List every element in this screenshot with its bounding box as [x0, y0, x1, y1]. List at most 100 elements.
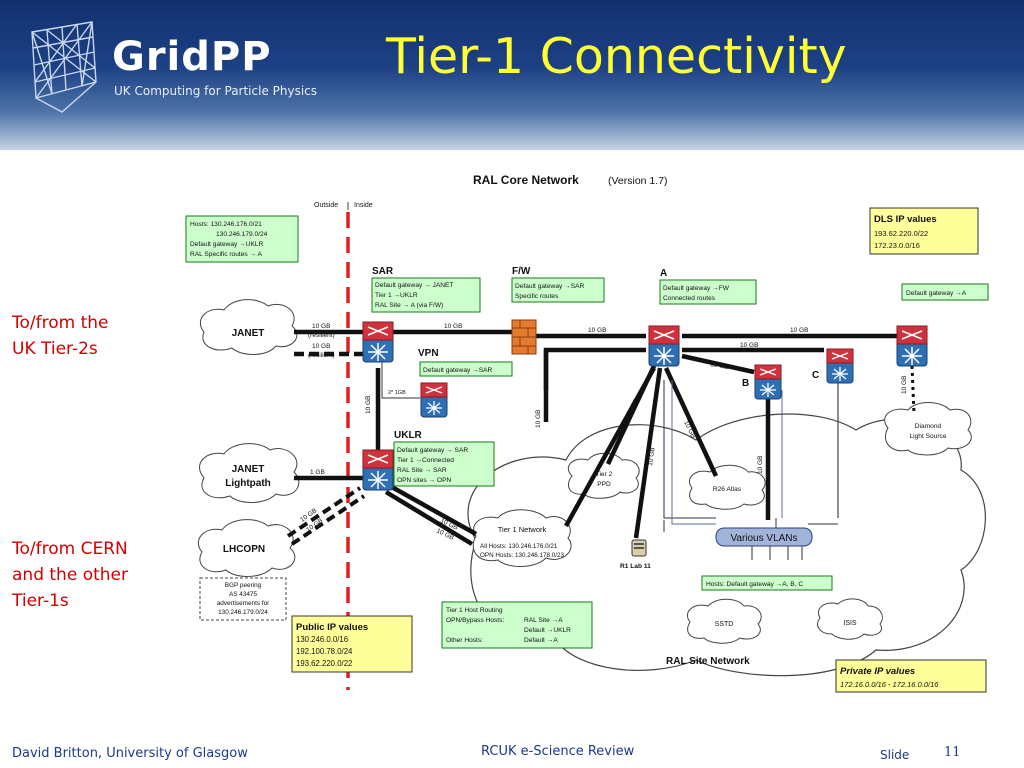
bgp-line: BGP peering [225, 582, 262, 589]
link-label: 10 GB [312, 343, 330, 350]
hosts-note-line: RAL Specific routes → A [190, 251, 263, 258]
janet-cloud-label: JANET [232, 328, 265, 339]
network-links [294, 329, 898, 546]
ral-site-network-label: RAL Site Network [666, 656, 750, 667]
vpn-label: VPN [418, 348, 439, 359]
various-vlans-box [715, 527, 813, 547]
tier1-routing-line: Other Hosts: [446, 637, 483, 644]
lhcopn-cloud-label: LHCOPN [223, 544, 265, 555]
hosts-note-line: Default gateway →UKLR [190, 241, 264, 248]
uklr-note-line: RAL Site → SAR [397, 467, 447, 474]
dls-ip-line: 172.23.0.0/16 [874, 241, 920, 250]
link-label: 10 GB [647, 447, 656, 466]
link-label: (resilient) [308, 332, 335, 339]
gridpp-mesh-logo-icon [31, 21, 97, 113]
gridpp-logo-subtitle: UK Computing for Particle Physics [114, 84, 318, 98]
link-label: 10 GB [740, 342, 758, 349]
link-label: 10 GB [312, 323, 330, 330]
uk-tier2-label: To/from the UK Tier-2s [12, 310, 109, 362]
link-uklr-tier1-2 [384, 490, 474, 546]
janet-lightpath-label-line: JANET [232, 464, 265, 475]
r1-lab11-label: R1 Lab 11 [620, 563, 651, 570]
lhcopn-cloud [197, 519, 296, 577]
firewall-icon [511, 319, 537, 355]
vpn-note-text: Default gateway →SAR [423, 367, 493, 374]
a-router-icon [648, 325, 680, 367]
link-a-b [681, 353, 755, 375]
link-fw-down [543, 347, 646, 390]
tier1-routing-right: Default →A [524, 637, 558, 644]
hosts-note-line: Hosts: 130.246.176.0/21 [190, 221, 262, 228]
uk-tier2-label-line: To/from the [12, 313, 109, 333]
link-a-tier1 [564, 366, 656, 528]
hosts-note-line: 130.246.179.0/24 [216, 231, 268, 238]
link-label: 10 GB [790, 327, 808, 334]
link-lhcopn-uklr-1 [290, 494, 366, 546]
tier1-routing-line: Tier 1 Host Routing [446, 607, 503, 614]
sar-note-box [371, 277, 481, 313]
public-ip-line: 192.100.78.0/24 [296, 647, 353, 656]
tier1-routing-line: OPN/Bypass Hosts: [446, 617, 504, 624]
link-sar-vpn [381, 360, 420, 399]
fw-label: F/W [512, 266, 531, 277]
r26-atlas-cloud [688, 464, 766, 510]
link-label: 10 GB [535, 410, 542, 428]
sar-note-line: RAL Site → A (via F/W) [375, 302, 443, 309]
diagram-title: RAL Core Network [473, 173, 579, 187]
ral-core-network-diagram: Various VLANs RAL Core Network (Version … [176, 160, 994, 698]
tier1-network-cloud [472, 509, 572, 567]
gridpp-logo-text: GridPP [112, 34, 272, 80]
sstd-label: SSTD [715, 621, 734, 628]
server-icon [631, 539, 647, 557]
tier1-hosts-line: OPN Hosts: 130.246.178.0/23 [480, 552, 565, 559]
link-label: 1 GB [310, 469, 325, 476]
footer-author: David Britton, University of Glasgow [12, 746, 248, 761]
bgp-line: AS 43475 [229, 591, 258, 598]
sstd-cloud [686, 598, 762, 644]
b-router-icon [754, 364, 782, 400]
b-label: B [742, 378, 749, 389]
janet-lightpath-cloud [199, 443, 300, 503]
fw-note-line: Specific routes [515, 293, 559, 300]
r26-atlas-label: R26 Atlas [713, 486, 742, 493]
cern-label-line: and the other [12, 565, 128, 585]
c-label: C [812, 370, 819, 381]
tier1-hosts-line: All Hosts: 130.246.176.0/21 [480, 543, 558, 550]
link-a-lab11 [633, 367, 663, 539]
slide-header: GridPP UK Computing for Particle Physics… [0, 0, 1024, 150]
link-label: 10 GB [710, 361, 729, 371]
vpn-note-box [419, 361, 513, 377]
uklr-note-box [393, 441, 495, 487]
uklr-note-line: Default gateway → SAR [397, 447, 468, 454]
private-ip-box [835, 659, 987, 693]
link-label: 10 GB [365, 396, 372, 414]
bgp-line: advertisements for [217, 600, 270, 607]
bgp-line: 130.246.179.0/24 [218, 609, 268, 616]
tier1-network-label: Tier 1 Network [498, 525, 547, 534]
link-uklr-tier1 [388, 484, 478, 536]
c-router-icon [826, 348, 854, 384]
link-lhcopn-uklr-2 [286, 486, 362, 538]
tier1-routing-right: Default →UKLR [524, 627, 571, 634]
cern-label: To/from CERN and the other Tier-1s [12, 536, 128, 614]
link-label: 10 GB [757, 456, 764, 474]
private-ip-title: Private IP values [840, 666, 915, 677]
a-note-box [659, 279, 757, 305]
janet-lightpath-label-line: Lightpath [225, 478, 271, 489]
isis-label: ISIS [843, 620, 857, 627]
diamond-cloud [884, 402, 972, 456]
sar-router-icon [362, 321, 394, 363]
uklr-label: UKLR [394, 430, 423, 441]
diagram-version: (Version 1.7) [608, 175, 668, 187]
dls-ip-title: DLS IP values [874, 214, 937, 225]
public-ip-box [291, 615, 413, 673]
public-ip-line: 130.246.0.0/16 [296, 635, 348, 644]
uklr-note-line: Tier 1 →Connected [397, 457, 454, 464]
janet-cloud [199, 299, 298, 355]
dls-ip-box [869, 207, 979, 255]
outside-label: Outside [314, 202, 338, 209]
vlan-hosts-text: Hosts: Default gateway →A, B, C [706, 581, 803, 588]
uklr-router-icon [362, 449, 394, 491]
network-diagram-svg: Various VLANs RAL Core Network (Version … [185, 173, 989, 693]
dls-ip-line: 193.62.220.0/22 [874, 229, 928, 238]
